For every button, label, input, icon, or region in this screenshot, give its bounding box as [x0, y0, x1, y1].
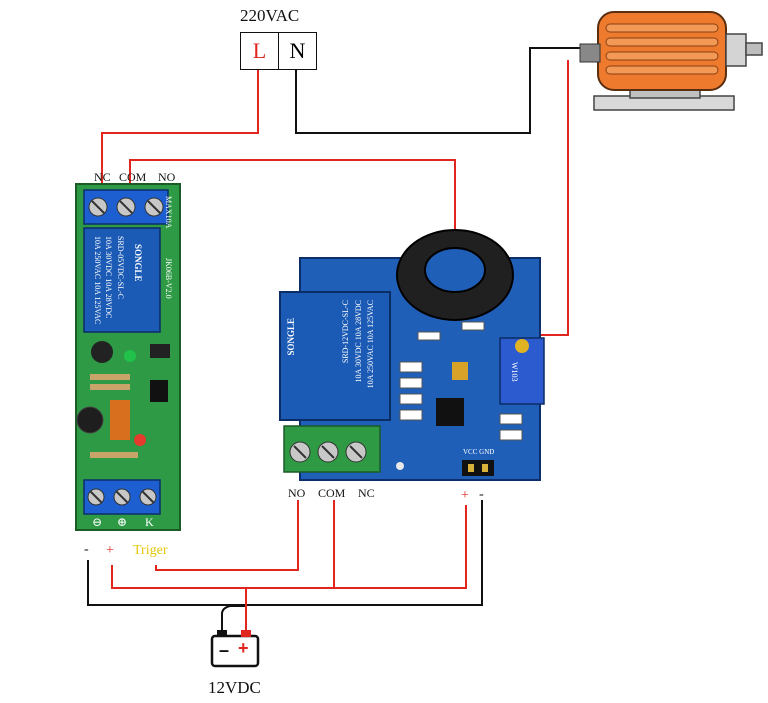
wire-positive-rail	[111, 505, 467, 589]
delay-board-id: JK06B-V2.0	[164, 258, 173, 299]
power-plus-label: +	[106, 543, 114, 558]
motor-icon	[579, 11, 763, 111]
wire-trigger	[155, 500, 299, 571]
sensor-nc-label: NC	[358, 486, 375, 500]
battery-plus-sign: +	[238, 638, 249, 658]
wire-battery-negative	[221, 605, 246, 630]
sensor-no-label: NO	[288, 486, 306, 500]
sensor-relay-spec-1: 10A 250VAC 10A 125VAC	[366, 300, 375, 389]
delay-relay-spec-1: 10A 250VAC 10A 125VAC	[93, 236, 102, 325]
sensor-plus-label: +	[461, 488, 469, 503]
delay-relay-model: SRD-05VDC-SL-C	[116, 236, 125, 300]
delay-minus-terminal: ⊖	[92, 515, 103, 529]
sensor-com-label: COM	[318, 486, 346, 500]
battery-minus-sign: –	[219, 640, 230, 660]
delay-com-label: COM	[119, 170, 147, 184]
delay-nc-label: NC	[94, 170, 111, 184]
battery-voltage-label: 12VDC	[208, 678, 261, 697]
delay-max-rating: MAX10A	[164, 196, 173, 229]
wire-neutral	[295, 47, 580, 134]
wire-negative-rail	[87, 500, 483, 606]
sensor-minus-label: -	[479, 487, 484, 502]
wire-live	[101, 68, 259, 185]
supply-label: 220VAC	[240, 6, 300, 25]
sensor-header-label: VCC GND	[463, 448, 495, 456]
delay-relay-board	[75, 183, 181, 531]
delay-k-terminal: K	[145, 515, 154, 529]
sensor-relay-model: SRD-12VDC-SL-C	[341, 300, 350, 364]
sensor-relay-spec-2: 10A 30VDC 10A 28VDC	[354, 300, 363, 383]
live-terminal: L	[240, 32, 279, 70]
delay-relay-brand: SONGLE	[133, 244, 143, 282]
delay-plus-terminal: ⊕	[117, 515, 128, 529]
delay-no-label: NO	[158, 170, 176, 184]
trigger-label: Triger	[133, 543, 168, 558]
wire-com-ct	[129, 159, 456, 232]
neutral-terminal: N	[278, 32, 317, 70]
power-minus-label: -	[84, 542, 89, 557]
delay-relay-spec-2: 10A 30VDC 10A 28VDC	[104, 236, 113, 319]
sensor-pot-label: W103	[510, 362, 519, 382]
battery-icon	[210, 630, 260, 668]
sensor-relay-brand: SONGLE	[286, 318, 296, 356]
current-sensor-board	[279, 229, 545, 481]
